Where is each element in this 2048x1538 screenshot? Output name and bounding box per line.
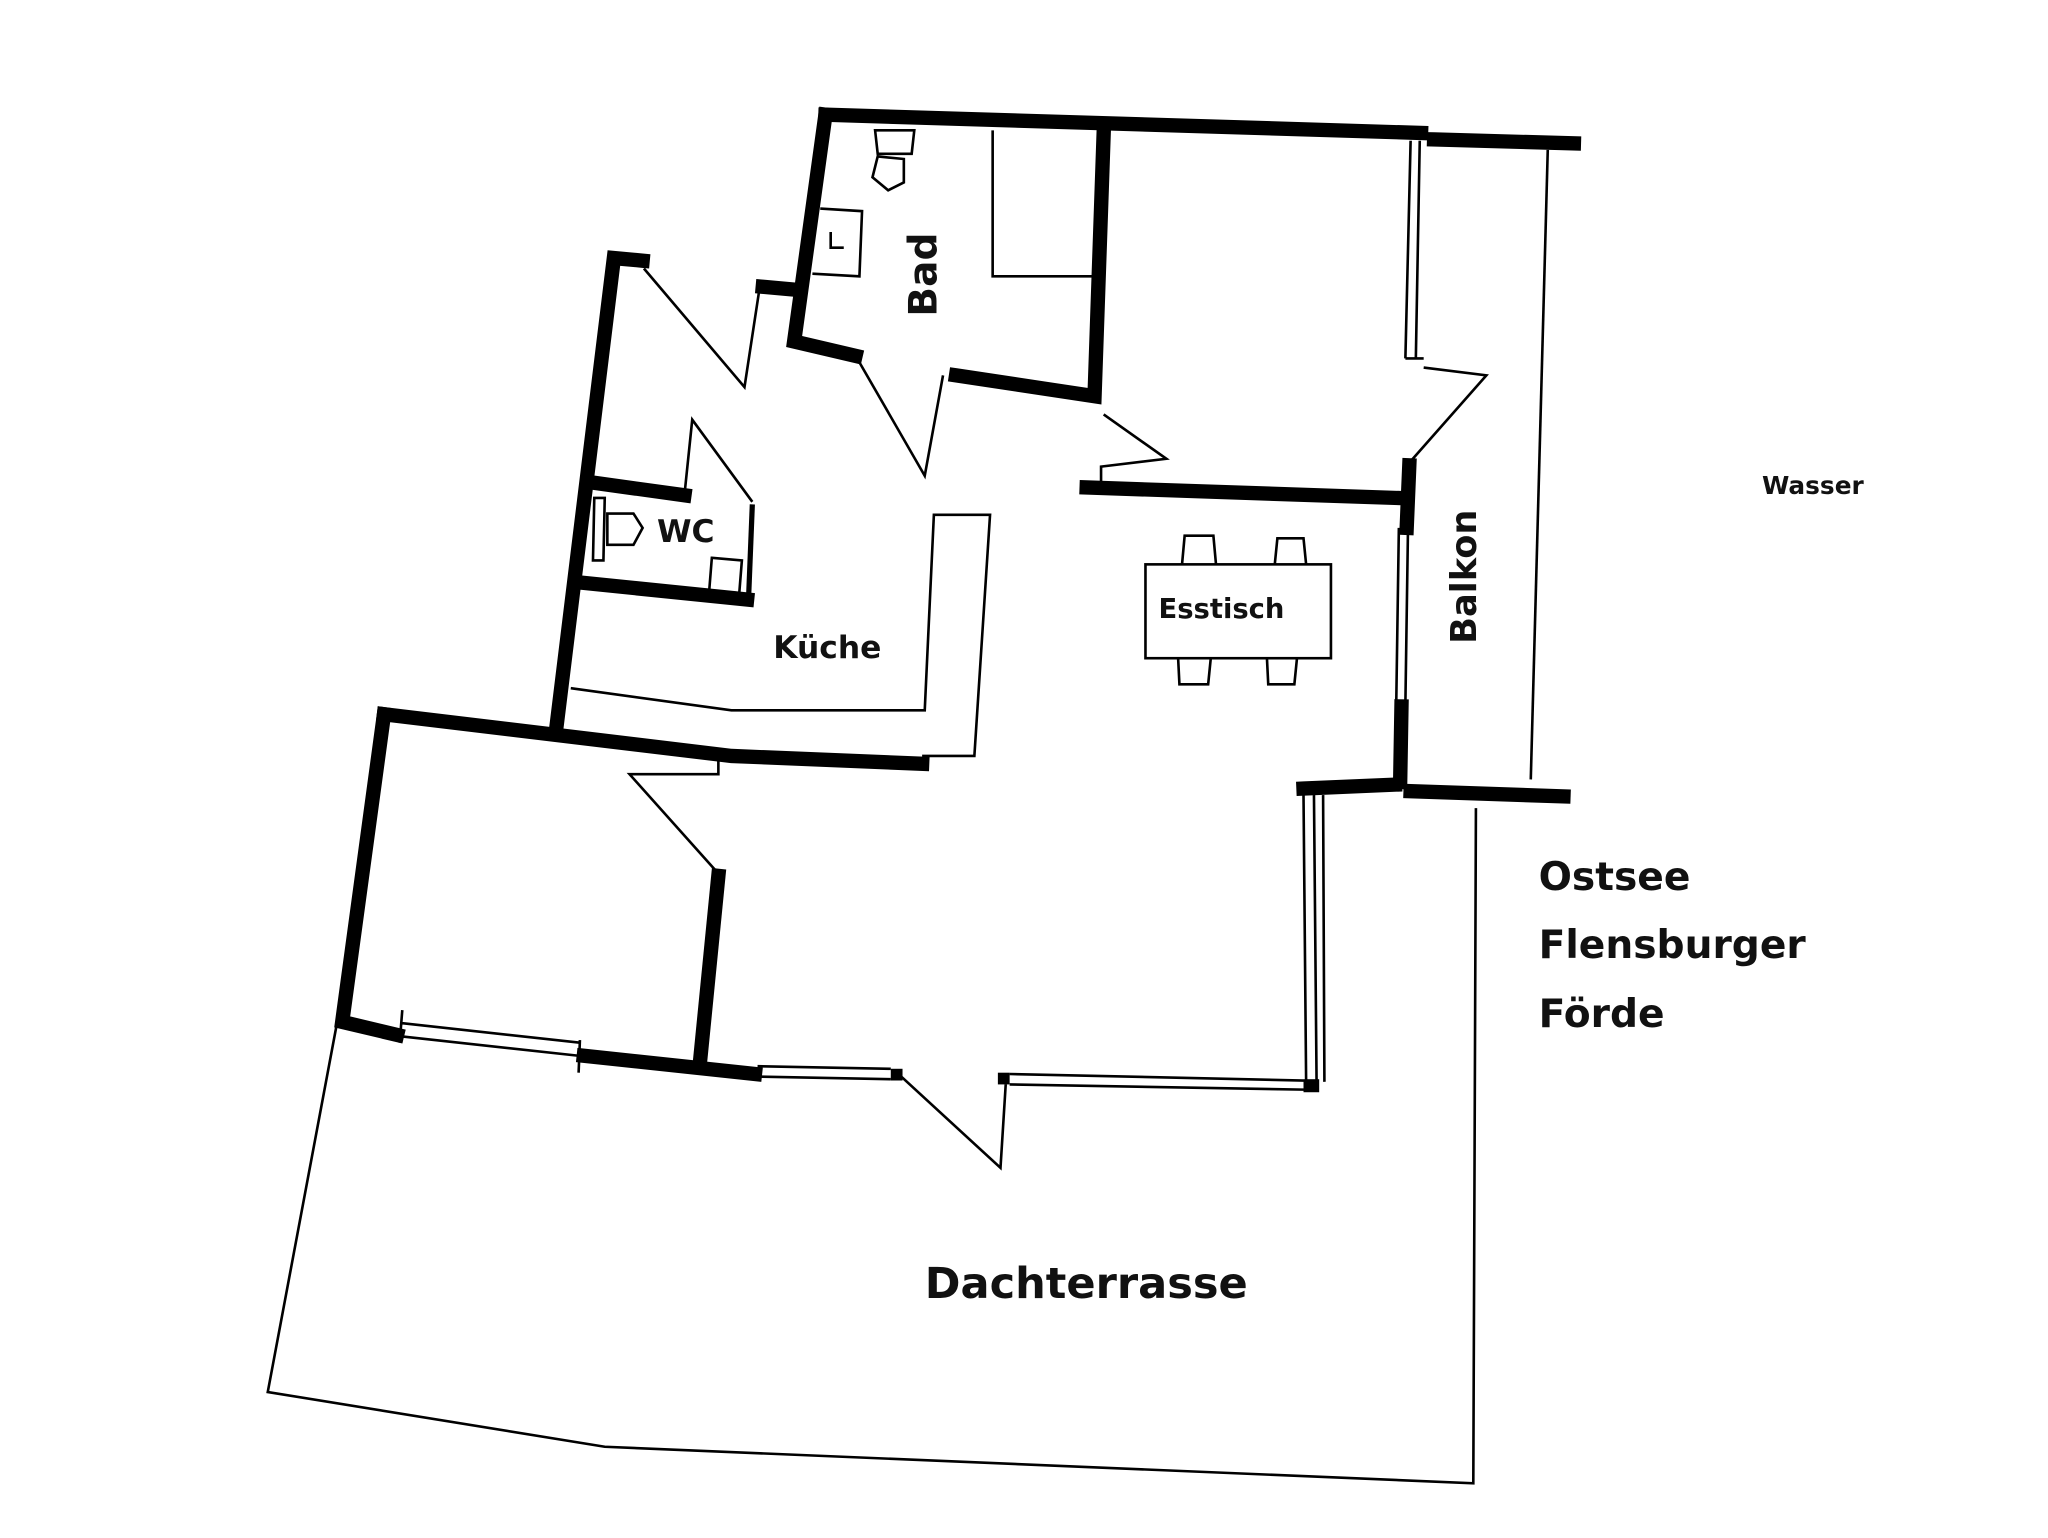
door-kitchen <box>642 267 762 391</box>
bad-shower <box>991 130 1095 278</box>
wall-balkon-bottom-left <box>1296 777 1403 797</box>
label-ostsee: Ostsee <box>1539 855 1691 900</box>
wall-balkon-lower <box>1392 699 1409 790</box>
labels: Bad WC Küche Esstisch Balkon Dachterrass… <box>657 233 1865 1310</box>
wall-post <box>1303 1079 1320 1093</box>
wall-post <box>997 1072 1010 1085</box>
door-terrace <box>900 1075 1008 1171</box>
label-dachterrasse: Dachterrasse <box>925 1259 1248 1309</box>
wall-kitchen-left <box>548 250 651 736</box>
thick-walls <box>334 106 1582 1093</box>
wall-bedroom-top <box>376 706 930 772</box>
wall-bedroom-left <box>334 706 406 1044</box>
wall-wc-bottom <box>573 574 755 608</box>
wall-bad-bottom <box>947 125 1112 405</box>
label-wasser: Wasser <box>1762 471 1865 500</box>
bad-sink <box>812 207 864 278</box>
wall-wc-right <box>745 504 755 603</box>
label-bad: Bad <box>901 233 946 317</box>
table <box>1144 563 1333 660</box>
label-wc: WC <box>657 514 715 550</box>
window-living-right <box>1302 795 1326 1082</box>
wall-bad-left <box>786 106 865 365</box>
door-wc <box>683 416 754 503</box>
window-living-bottom <box>1009 1072 1304 1091</box>
window-balkon <box>1394 527 1410 704</box>
label-foerde: Förde <box>1539 992 1665 1037</box>
label-flensburger: Flensburger <box>1539 923 1807 968</box>
door-bedroom-top <box>1099 413 1170 483</box>
label-esstisch: Esstisch <box>1159 594 1285 625</box>
wall-top-balcony <box>1426 132 1582 151</box>
door-bad <box>858 361 945 480</box>
wall-balkon-bottom <box>1403 783 1571 804</box>
wall-living-partition <box>1079 480 1403 506</box>
bad-toilet <box>871 129 916 192</box>
wall-stub <box>754 278 800 298</box>
door-balkon <box>1408 366 1489 464</box>
wall-top <box>818 107 1429 141</box>
balkon-railing <box>1529 149 1550 780</box>
chairs <box>1176 534 1308 686</box>
window-center <box>757 1064 891 1081</box>
label-kueche: Küche <box>773 630 881 666</box>
thin-lines <box>266 129 1550 1485</box>
kitchen-counter <box>570 513 992 758</box>
dining-table <box>1144 534 1333 686</box>
wall-wc-top <box>582 474 693 504</box>
wall-bedroom-right <box>692 868 727 1069</box>
wall-balkon-upper <box>1399 457 1417 536</box>
terrace-outline <box>266 808 1478 1485</box>
wall-post <box>890 1068 903 1081</box>
wall-bedroom-bottom <box>575 1047 763 1082</box>
wc-toilet <box>591 496 645 562</box>
window-top-right <box>1404 140 1424 360</box>
door-bedroom <box>626 758 720 872</box>
label-balkon: Balkon <box>1444 510 1485 644</box>
wc-sink <box>707 556 744 595</box>
window-bedroom <box>398 1010 582 1073</box>
